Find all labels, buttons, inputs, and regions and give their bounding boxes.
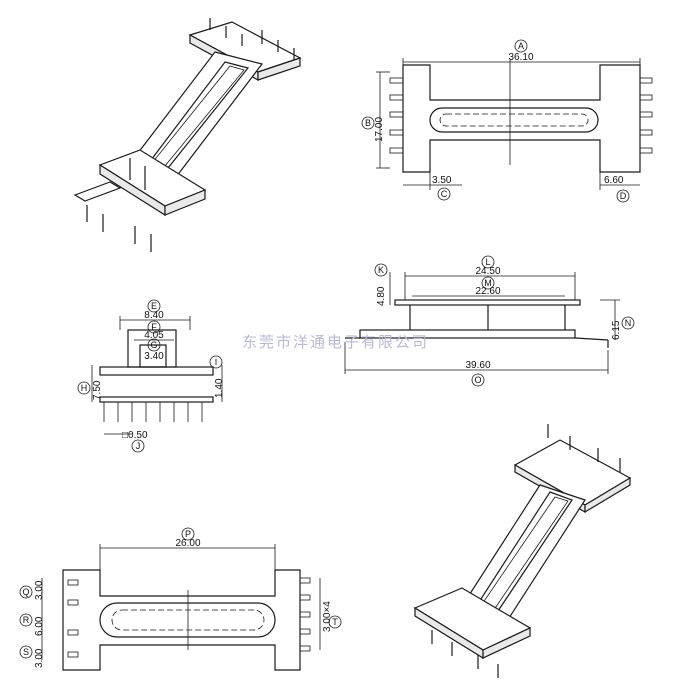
end-view-value-j: □0.50 <box>122 430 148 441</box>
bottom-view-label-s: S <box>23 647 29 657</box>
end-view-label-g: G <box>150 340 157 350</box>
side-view-label-k: K <box>378 265 384 275</box>
end-view-label-e: E <box>151 301 157 311</box>
side-view-value-l: 24.50 <box>475 266 500 277</box>
side-view-value-m: 22.60 <box>475 286 500 297</box>
top-view-value-d: 6.60 <box>604 175 624 186</box>
bottom-view-value-r: 6.00 <box>34 616 45 636</box>
top-view: A 36.10 B 17.00 3.50 C 6.60 D <box>361 39 653 203</box>
isometric-view-bottom <box>413 424 632 678</box>
end-view-label-f: F <box>151 322 157 332</box>
side-view: L 24.50 M 22.60 K 4.80 6.15 N 39.60 O <box>344 255 635 387</box>
bottom-view-label-t: T <box>332 617 338 627</box>
isometric-view-top <box>73 18 302 252</box>
bottom-view-label-q: Q <box>22 587 29 597</box>
side-view-value-k: 4.80 <box>376 286 387 306</box>
end-view-label-h: H <box>81 383 88 393</box>
side-view-label-l: L <box>485 257 490 267</box>
end-view-label-i: I <box>215 357 218 367</box>
bottom-view-value-p: 26.00 <box>175 538 200 549</box>
end-view-value-e: 8.40 <box>144 310 164 321</box>
end-view-value-i: 1.40 <box>214 378 225 398</box>
bottom-view-label-r: R <box>23 615 30 625</box>
top-view-label-d: D <box>620 191 627 201</box>
bottom-view: P 26.00 Q 3.00 R 6.00 S 3.00 3.00×4 T <box>19 527 342 671</box>
top-view-value-b: 17.00 <box>374 117 385 142</box>
bottom-view-value-q: 3.00 <box>34 580 45 600</box>
side-view-value-o: 39.60 <box>465 360 490 371</box>
side-view-label-m: M <box>484 278 492 288</box>
top-view-value-c: 3.50 <box>432 175 452 186</box>
top-view-label-c: C <box>441 189 448 199</box>
bottom-view-value-s: 3.00 <box>34 648 45 668</box>
top-view-value-a: 36.10 <box>508 52 533 63</box>
side-view-value-n: 6.15 <box>611 320 622 340</box>
end-view-label-j: J <box>136 441 141 451</box>
top-view-label-b: B <box>365 118 371 128</box>
company-watermark: 东莞市洋通电子有限公司 <box>242 333 429 351</box>
bottom-view-value-t: 3.00×4 <box>322 601 333 632</box>
end-view-value-h: 7.50 <box>92 380 103 400</box>
end-view-value-g: 3.40 <box>144 351 164 362</box>
end-view-value-f: 4.05 <box>144 330 164 341</box>
side-view-label-n: N <box>625 318 632 328</box>
top-view-label-a: A <box>518 41 524 51</box>
end-view: E 8.40 F 4.05 G 3.40 H 7.50 I 1.40 □0.50… <box>77 299 225 453</box>
bottom-view-label-p: P <box>185 529 191 539</box>
side-view-label-o: O <box>474 375 481 385</box>
